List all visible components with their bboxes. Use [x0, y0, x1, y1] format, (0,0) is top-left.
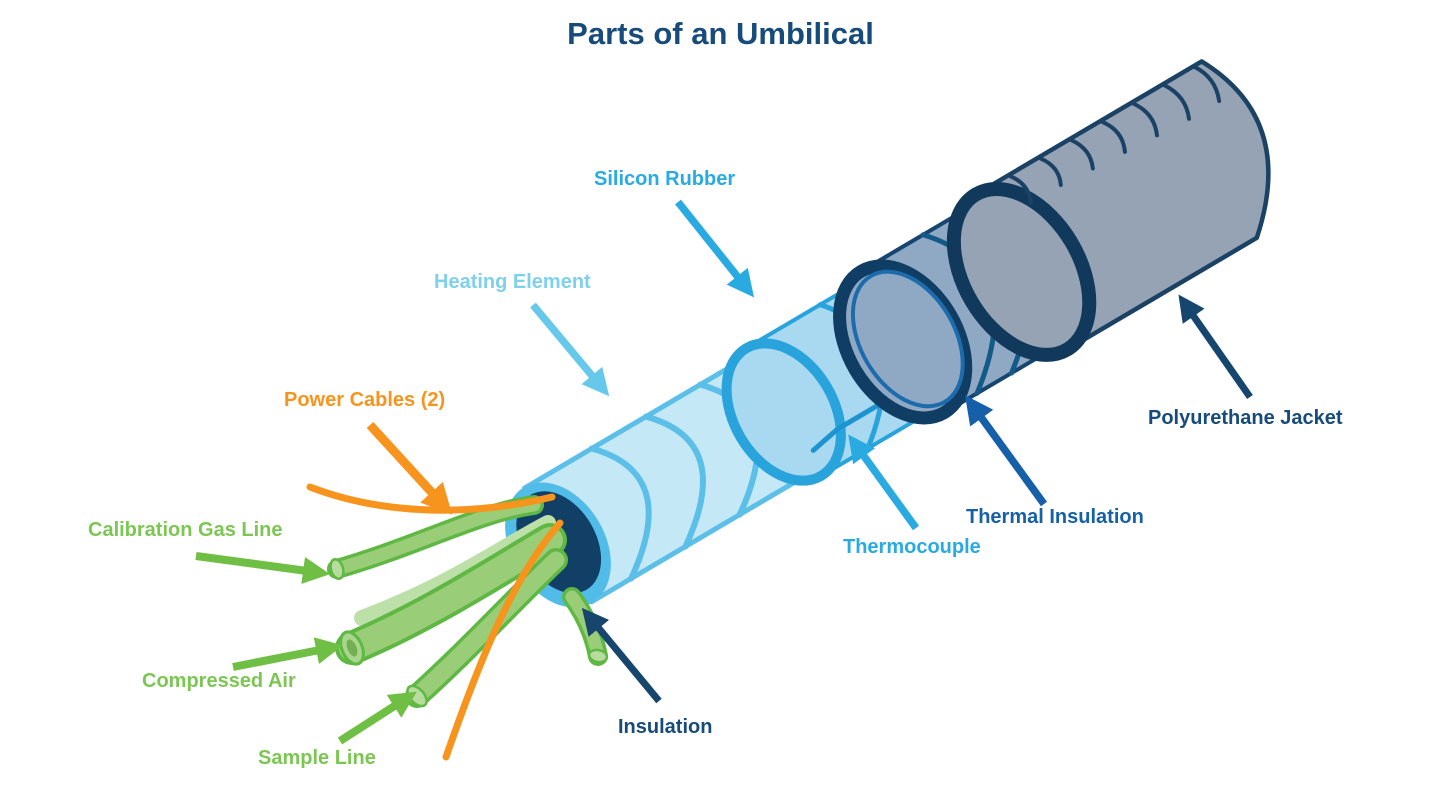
label-thermal-insulation: Thermal Insulation	[966, 506, 1144, 528]
label-heating-element: Heating Element	[434, 271, 591, 293]
calibration-gas-arrow	[195, 552, 331, 584]
polyurethane-jacket-arrow	[1178, 294, 1253, 400]
jacket-hash-marks	[1008, 64, 1222, 205]
sample-line-arrow	[337, 691, 417, 745]
label-polyurethane-jacket: Polyurethane Jacket	[1148, 407, 1343, 429]
calibration-gas-tube	[327, 495, 544, 581]
compressed-air-tube	[335, 523, 567, 666]
label-power-cables: Power Cables (2)	[284, 389, 446, 411]
thermocouple-arrow	[848, 434, 920, 531]
thermal-insulation-arrow	[964, 395, 1048, 507]
label-compressed-air: Compressed Air	[142, 670, 296, 692]
label-sample-line: Sample Line	[258, 747, 376, 769]
heating-element-arrow	[530, 302, 610, 397]
polyurethane-jacket-layer	[946, 59, 1271, 362]
compressed-air-arrow	[232, 637, 344, 671]
insulation-arrow	[581, 607, 662, 704]
label-calibration-gas-line: Calibration Gas Line	[88, 519, 283, 541]
silicon-rubber-arrow	[675, 199, 755, 298]
label-insulation: Insulation	[618, 716, 713, 738]
diagram-title: Parts of an Umbilical	[567, 16, 874, 51]
power-cables-arrow	[366, 421, 453, 515]
label-silicon-rubber: Silicon Rubber	[594, 168, 736, 190]
label-thermocouple: Thermocouple	[843, 536, 981, 558]
power-cable-2	[442, 519, 564, 761]
